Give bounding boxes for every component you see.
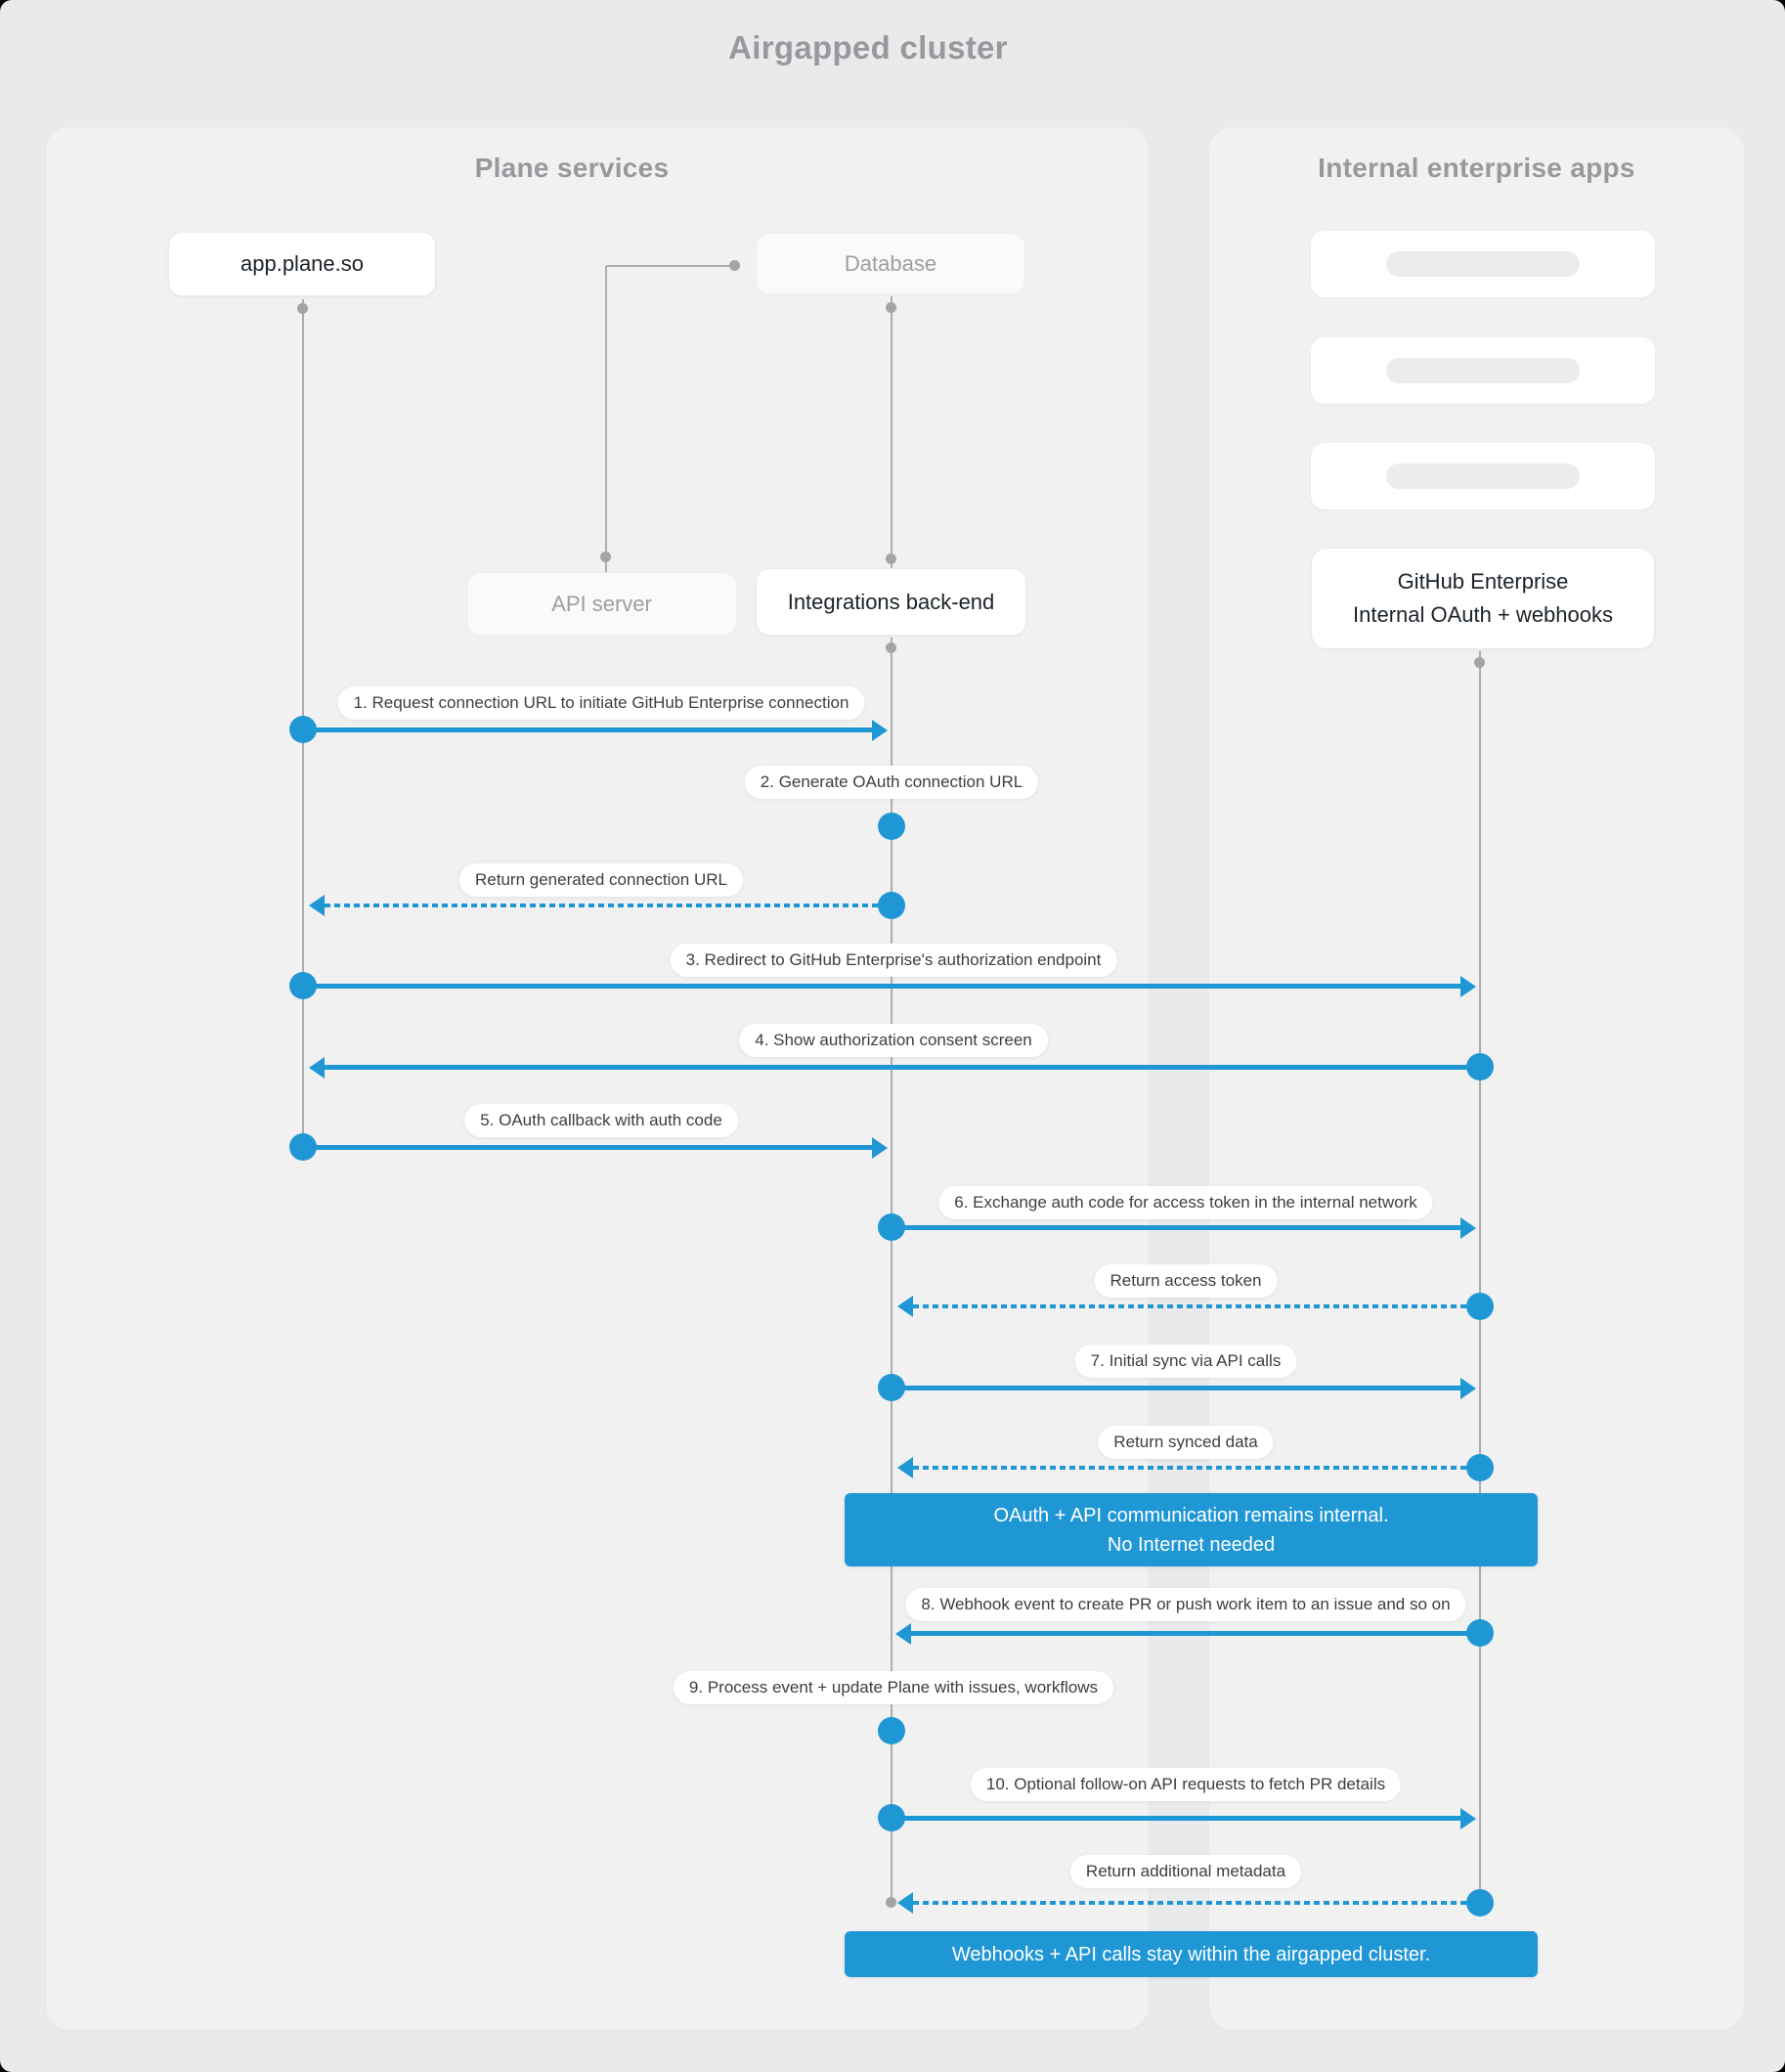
node-app-plane-so: app.plane.so — [168, 232, 436, 296]
internal-communication-banner: OAuth + API communication remains intern… — [845, 1493, 1538, 1566]
return-synced-data-arrow — [897, 1457, 1480, 1478]
arrowhead-icon — [1460, 1216, 1476, 1239]
arrowhead-icon — [897, 1892, 913, 1914]
node-github-enterprise-line2: Internal OAuth + webhooks — [1353, 602, 1613, 627]
return-additional-metadata-label: Return additional metadata — [1069, 1855, 1302, 1888]
arrowhead-icon — [1460, 1377, 1476, 1399]
panel-plane-services — [46, 127, 1149, 2030]
return-access-token-arrow — [897, 1296, 1480, 1317]
message-1-origin-dot — [289, 716, 317, 743]
return-synced-data-origin-dot — [1466, 1454, 1494, 1481]
message-10-origin-dot — [878, 1804, 905, 1831]
message-9-label: 9. Process event + update Plane with iss… — [673, 1671, 1114, 1704]
arrowhead-icon — [1460, 975, 1476, 997]
message-3-label: 3. Redirect to GitHub Enterprise's autho… — [670, 944, 1117, 977]
connector-endpoint-dot — [600, 551, 611, 562]
panel-internal-apps-title: Internal enterprise apps — [1318, 153, 1635, 183]
lifeline-endpoint-dot — [886, 302, 896, 313]
node-integrations-backend: Integrations back-end — [756, 568, 1026, 636]
connector-api-server-to-database-vertical — [605, 266, 607, 572]
return-synced-data-label: Return synced data — [1098, 1426, 1274, 1459]
arrowhead-icon — [872, 1136, 888, 1159]
message-7-arrow — [892, 1377, 1476, 1399]
banner-line: Webhooks + API calls stay within the air… — [951, 1943, 1431, 1965]
skeleton-pill — [1386, 463, 1580, 489]
panel-plane-services-title: Plane services — [474, 153, 670, 183]
message-7-label: 7. Initial sync via API calls — [1074, 1345, 1297, 1378]
lifeline-endpoint-dot — [297, 303, 308, 314]
message-6-arrow — [892, 1216, 1476, 1239]
lifeline-github-enterprise — [1479, 651, 1481, 1903]
lifeline-endpoint-dot — [886, 1897, 896, 1908]
return-additional-metadata-arrow — [897, 1892, 1480, 1914]
message-3-origin-dot — [289, 972, 317, 999]
return-access-token-origin-dot — [1466, 1293, 1494, 1320]
node-database: Database — [756, 233, 1025, 294]
message-10-arrow — [892, 1807, 1476, 1830]
message-8-label: 8. Webhook event to create PR or push wo… — [905, 1588, 1466, 1621]
lifeline-endpoint-dot — [886, 642, 896, 653]
message-4-arrow — [309, 1056, 1480, 1079]
message-10-label: 10. Optional follow-on API requests to f… — [970, 1768, 1402, 1801]
message-9-origin-dot — [878, 1717, 905, 1744]
message-6-origin-dot — [878, 1213, 905, 1241]
lifeline-endpoint-dot — [1474, 657, 1485, 668]
airgapped-cluster-banner: Webhooks + API calls stay within the air… — [845, 1931, 1538, 1977]
node-app-plane-so-label: app.plane.so — [240, 251, 364, 276]
connector-endpoint-dot — [729, 260, 740, 271]
message-4-label: 4. Show authorization consent screen — [739, 1024, 1048, 1057]
return-access-token-label: Return access token — [1094, 1264, 1278, 1298]
banner-line: No Internet needed — [1107, 1533, 1276, 1556]
node-github-enterprise: GitHub Enterprise Internal OAuth + webho… — [1311, 548, 1655, 649]
message-2-label: 2. Generate OAuth connection URL — [744, 766, 1039, 799]
skeleton-card — [1311, 337, 1655, 404]
diagram-title: Airgapped cluster — [728, 29, 1008, 66]
arrowhead-icon — [897, 1296, 913, 1317]
lifeline-integrations — [891, 638, 892, 1903]
node-database-label: Database — [844, 250, 937, 276]
skeleton-pill — [1386, 358, 1580, 383]
node-api-server: API server — [466, 572, 737, 636]
node-integrations-backend-label: Integrations back-end — [787, 589, 995, 614]
message-5-arrow — [303, 1136, 888, 1159]
lifeline-endpoint-dot — [886, 553, 896, 564]
message-5-label: 5. OAuth callback with auth code — [464, 1104, 738, 1137]
arrowhead-icon — [309, 895, 325, 916]
arrowhead-icon — [1460, 1807, 1476, 1830]
banner-line: OAuth + API communication remains intern… — [993, 1504, 1389, 1526]
message-1-arrow — [303, 719, 888, 741]
arrowhead-icon — [309, 1056, 325, 1079]
message-3-arrow — [303, 975, 1476, 997]
message-1-label: 1. Request connection URL to initiate Gi… — [337, 686, 865, 720]
message-2-origin-dot — [878, 813, 905, 840]
message-4-origin-dot — [1466, 1053, 1494, 1080]
return-connection-url-label: Return generated connection URL — [459, 863, 743, 897]
message-5-origin-dot — [289, 1133, 317, 1161]
skeleton-card — [1311, 231, 1655, 297]
skeleton-card — [1311, 443, 1655, 509]
message-8-arrow — [895, 1622, 1480, 1645]
connector-api-server-to-database-horizontal — [606, 265, 735, 267]
skeleton-pill — [1386, 251, 1580, 277]
return-connection-url-arrow — [309, 895, 892, 916]
return-additional-metadata-origin-dot — [1466, 1889, 1494, 1917]
message-7-origin-dot — [878, 1374, 905, 1401]
arrowhead-icon — [897, 1457, 913, 1478]
lifeline-database — [891, 296, 892, 571]
message-6-label: 6. Exchange auth code for access token i… — [938, 1186, 1433, 1219]
node-api-server-label: API server — [551, 591, 652, 616]
return-connection-url-origin-dot — [878, 892, 905, 919]
message-8-origin-dot — [1466, 1619, 1494, 1647]
arrowhead-icon — [895, 1622, 911, 1645]
arrowhead-icon — [872, 719, 888, 741]
node-github-enterprise-line1: GitHub Enterprise — [1397, 569, 1569, 594]
